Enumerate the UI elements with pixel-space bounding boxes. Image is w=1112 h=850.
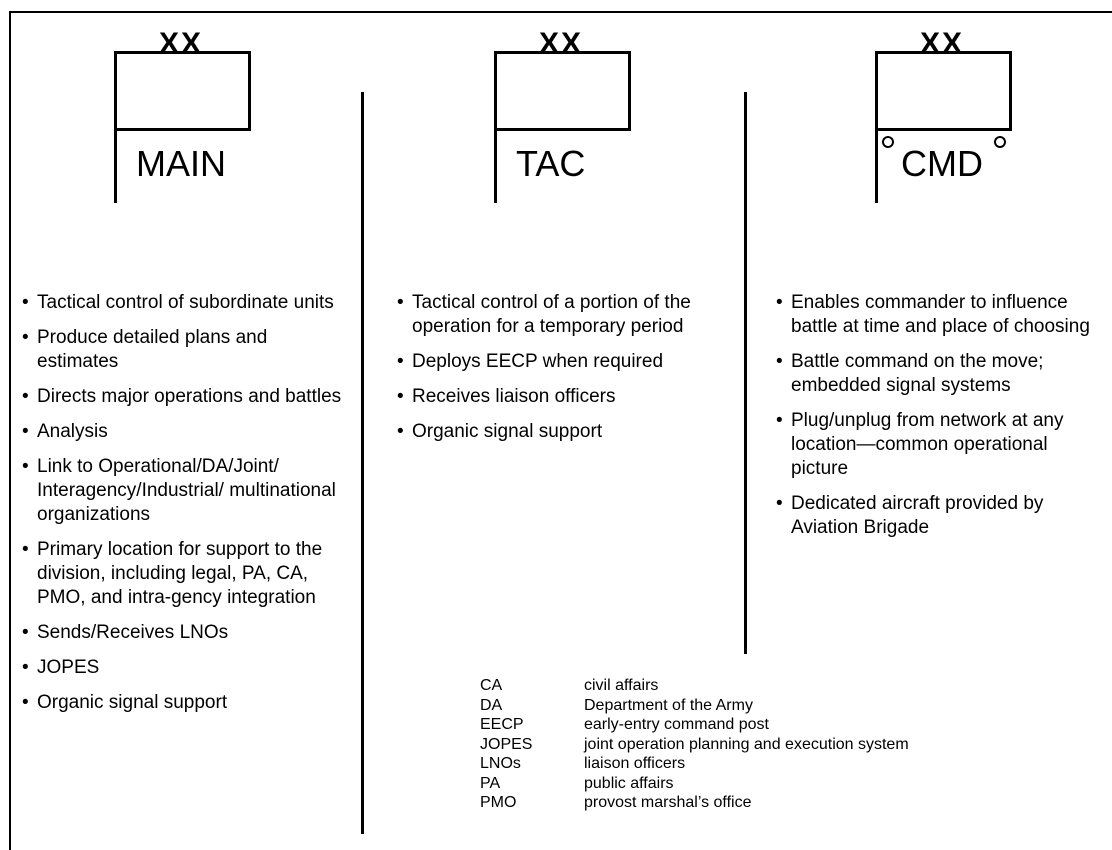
diagram-frame: [9, 11, 1112, 850]
list-item: •Organic signal support: [397, 421, 603, 442]
main-cp-symbol: XX MAIN: [114, 26, 314, 206]
glossary-abbr: CA: [480, 677, 503, 694]
list-item: •JOPES: [22, 657, 100, 678]
cmd-mobility-dot-right: [994, 136, 1006, 148]
list-item-text: Organic signal support: [37, 692, 228, 713]
list-item-text: Sends/Receives LNOs: [37, 622, 229, 643]
list-item-text: JOPES: [37, 657, 100, 678]
list-item: •Battle command on the move; embedded si…: [776, 351, 1044, 396]
list-item-text: Deploys EECP when required: [412, 351, 664, 372]
list-item-text: Tactical control of a portion of the ope…: [412, 292, 691, 337]
glossary-row: LNOs liaison officers: [480, 754, 909, 774]
cmd-unit-box: [875, 51, 1012, 131]
tac-unit-box: [494, 51, 631, 131]
list-item: •Deploys EECP when required: [397, 351, 664, 372]
list-item-text: Enables commander to influence battle at…: [791, 292, 1090, 337]
glossary-row: EECP early-entry command post: [480, 715, 909, 735]
glossary-abbr: LNOs: [480, 755, 521, 772]
list-item-text: Battle command on the move; embedded sig…: [791, 351, 1044, 396]
glossary-row: JOPES joint operation planning and execut…: [480, 735, 909, 755]
glossary-meaning: joint operation planning and execution s…: [584, 735, 909, 753]
glossary-abbr: JOPES: [480, 735, 533, 753]
list-item-text: Link to Operational/DA/Joint/ Interagenc…: [37, 456, 336, 525]
cmd-cp-symbol: XX CMD: [875, 26, 1075, 206]
list-item-text: Directs major operations and battles: [37, 386, 342, 407]
glossary-row: PMO provost marshal’s office: [480, 793, 909, 813]
glossary-meaning: Department of the Army: [584, 696, 753, 714]
column-divider-right: [744, 92, 747, 654]
list-item: •Sends/Receives LNOs: [22, 622, 229, 643]
list-item: •Organic signal support: [22, 692, 228, 713]
list-item: •Enables commander to influence battle a…: [776, 292, 1090, 337]
tac-cp-symbol: XX TAC: [494, 26, 694, 206]
list-item: •Plug/unplug from network at any locatio…: [776, 410, 1064, 479]
glossary-abbr: EECP: [480, 716, 524, 733]
list-item: •Tactical control of a portion of the op…: [397, 292, 691, 337]
column-divider-left: [361, 92, 364, 834]
cmd-label: CMD: [901, 143, 983, 184]
glossary-row: PA public affairs: [480, 774, 909, 794]
cmd-mobility-dot-left: [882, 136, 894, 148]
list-item-text: Analysis: [37, 421, 108, 442]
list-item: •Tactical control of subordinate units: [22, 292, 334, 313]
glossary-meaning: liaison officers: [584, 755, 686, 772]
acronym-glossary: CA civil affairs DA Department of the Army…: [480, 676, 909, 813]
glossary-meaning: civil affairs: [584, 677, 659, 694]
list-item: •Analysis: [22, 421, 108, 442]
list-item-text: Plug/unplug from network at any location…: [791, 410, 1064, 479]
main-label: MAIN: [136, 143, 226, 184]
cmd-flag-staff: [875, 51, 878, 203]
glossary-row: CA civil affairs: [480, 676, 909, 696]
glossary-meaning: early-entry command post: [584, 716, 769, 733]
list-item: •Primary location for support to the div…: [22, 539, 323, 608]
list-item-text: Produce detailed plans and estimates: [37, 327, 268, 372]
list-item-text: Organic signal support: [412, 421, 603, 442]
glossary-row: DA Department of the Army: [480, 696, 909, 716]
glossary-abbr: PMO: [480, 794, 517, 811]
tac-functions-list: •Tactical control of a portion of the op…: [397, 291, 732, 455]
list-item: •Receives liaison officers: [397, 386, 616, 407]
main-unit-box: [114, 51, 251, 131]
tac-flag-staff: [494, 51, 497, 203]
list-item-text: Receives liaison officers: [412, 386, 616, 407]
main-flag-staff: [114, 51, 117, 203]
list-item: •Directs major operations and battles: [22, 386, 342, 407]
glossary-meaning: public affairs: [584, 774, 674, 792]
main-functions-list: •Tactical control of subordinate units •…: [22, 291, 352, 726]
glossary-abbr: DA: [480, 696, 503, 714]
tac-label: TAC: [516, 143, 586, 184]
glossary-meaning: provost marshal’s office: [584, 794, 752, 811]
cmd-functions-list: •Enables commander to influence battle a…: [776, 291, 1106, 551]
list-item: •Dedicated aircraft provided by Aviation…: [776, 493, 1044, 538]
list-item-text: Primary location for support to the divi…: [37, 539, 323, 608]
list-item: •Link to Operational/DA/Joint/ Interagen…: [22, 456, 336, 525]
list-item-text: Tactical control of subordinate units: [37, 292, 334, 313]
list-item: •Produce detailed plans and estimates: [22, 327, 268, 372]
glossary-abbr: PA: [480, 774, 501, 792]
list-item-text: Dedicated aircraft provided by Aviation …: [791, 493, 1044, 538]
